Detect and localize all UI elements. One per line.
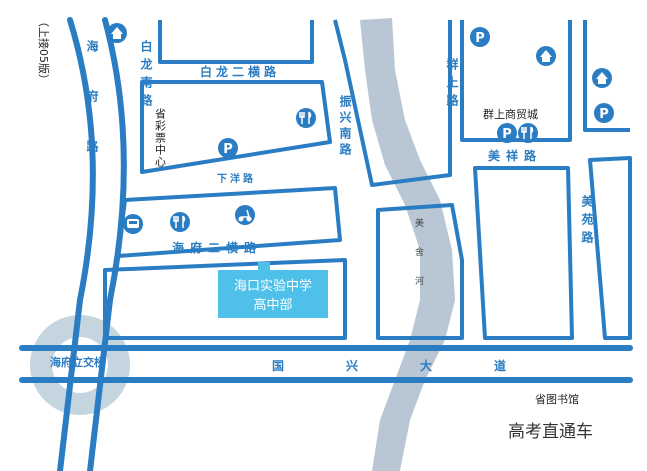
block-xiayang	[116, 186, 342, 258]
haifu-road	[57, 17, 96, 471]
label-zhenxing-nan: 振兴南路	[338, 94, 352, 159]
label-bailong-er-heng: 白龙二横路	[200, 64, 280, 79]
parking-icon: P	[594, 103, 614, 123]
svg-text:P: P	[223, 142, 233, 157]
block-ne	[583, 20, 630, 132]
restaurant-icon	[518, 123, 538, 143]
label-qunshang: 群上路	[445, 57, 459, 112]
label-qunshang-mall: 群上商贸城	[483, 107, 538, 121]
block-top	[158, 20, 314, 64]
restaurant-icon	[170, 212, 190, 232]
label-library: 省图书馆	[535, 392, 579, 406]
label-meiyuan: 美苑路	[580, 194, 594, 249]
block-meiyuan	[588, 156, 632, 340]
school-name-1: 海口实验中学	[234, 278, 312, 294]
block-zhenxing	[333, 19, 452, 187]
parking-icon: P	[218, 138, 238, 158]
block-lottery	[140, 80, 332, 174]
block-mall	[460, 20, 572, 142]
svg-text:P: P	[599, 107, 609, 122]
school-pointer	[258, 262, 270, 272]
svg-text:P: P	[475, 31, 485, 46]
parking-icon: P	[470, 27, 490, 47]
label-river: 美舍河	[413, 217, 424, 305]
bus-icon	[123, 214, 143, 234]
block-meixiang	[473, 166, 574, 340]
home-icon	[592, 68, 612, 88]
haifu-road-inner	[87, 17, 127, 471]
school-name-2: 高中部	[253, 297, 292, 313]
svg-text:P: P	[502, 127, 512, 142]
label-guoxing: 国兴大道	[272, 358, 568, 373]
restaurant-icon	[296, 108, 316, 128]
school-box	[218, 270, 328, 318]
label-bailong-nan: 白龙南路	[139, 39, 153, 112]
label-haifu-er-heng: 海府二横路	[172, 240, 262, 255]
home-icon	[536, 46, 556, 66]
meishe-river	[360, 18, 455, 471]
scooter-icon	[235, 205, 255, 225]
home-icon	[107, 23, 127, 43]
edition-note: （上接05版）	[37, 16, 51, 85]
label-meixiang: 美祥路	[488, 148, 542, 163]
label-interchange: 海府立交桥	[50, 355, 106, 369]
block-river-east	[376, 203, 464, 340]
parking-icon: P	[497, 123, 517, 143]
label-lottery-center: 省彩票中心	[154, 108, 167, 168]
label-xiayang: 下洋路	[217, 172, 256, 185]
footer-caption: 高考直通车	[508, 422, 593, 442]
label-haifu: 海府路	[85, 39, 99, 190]
